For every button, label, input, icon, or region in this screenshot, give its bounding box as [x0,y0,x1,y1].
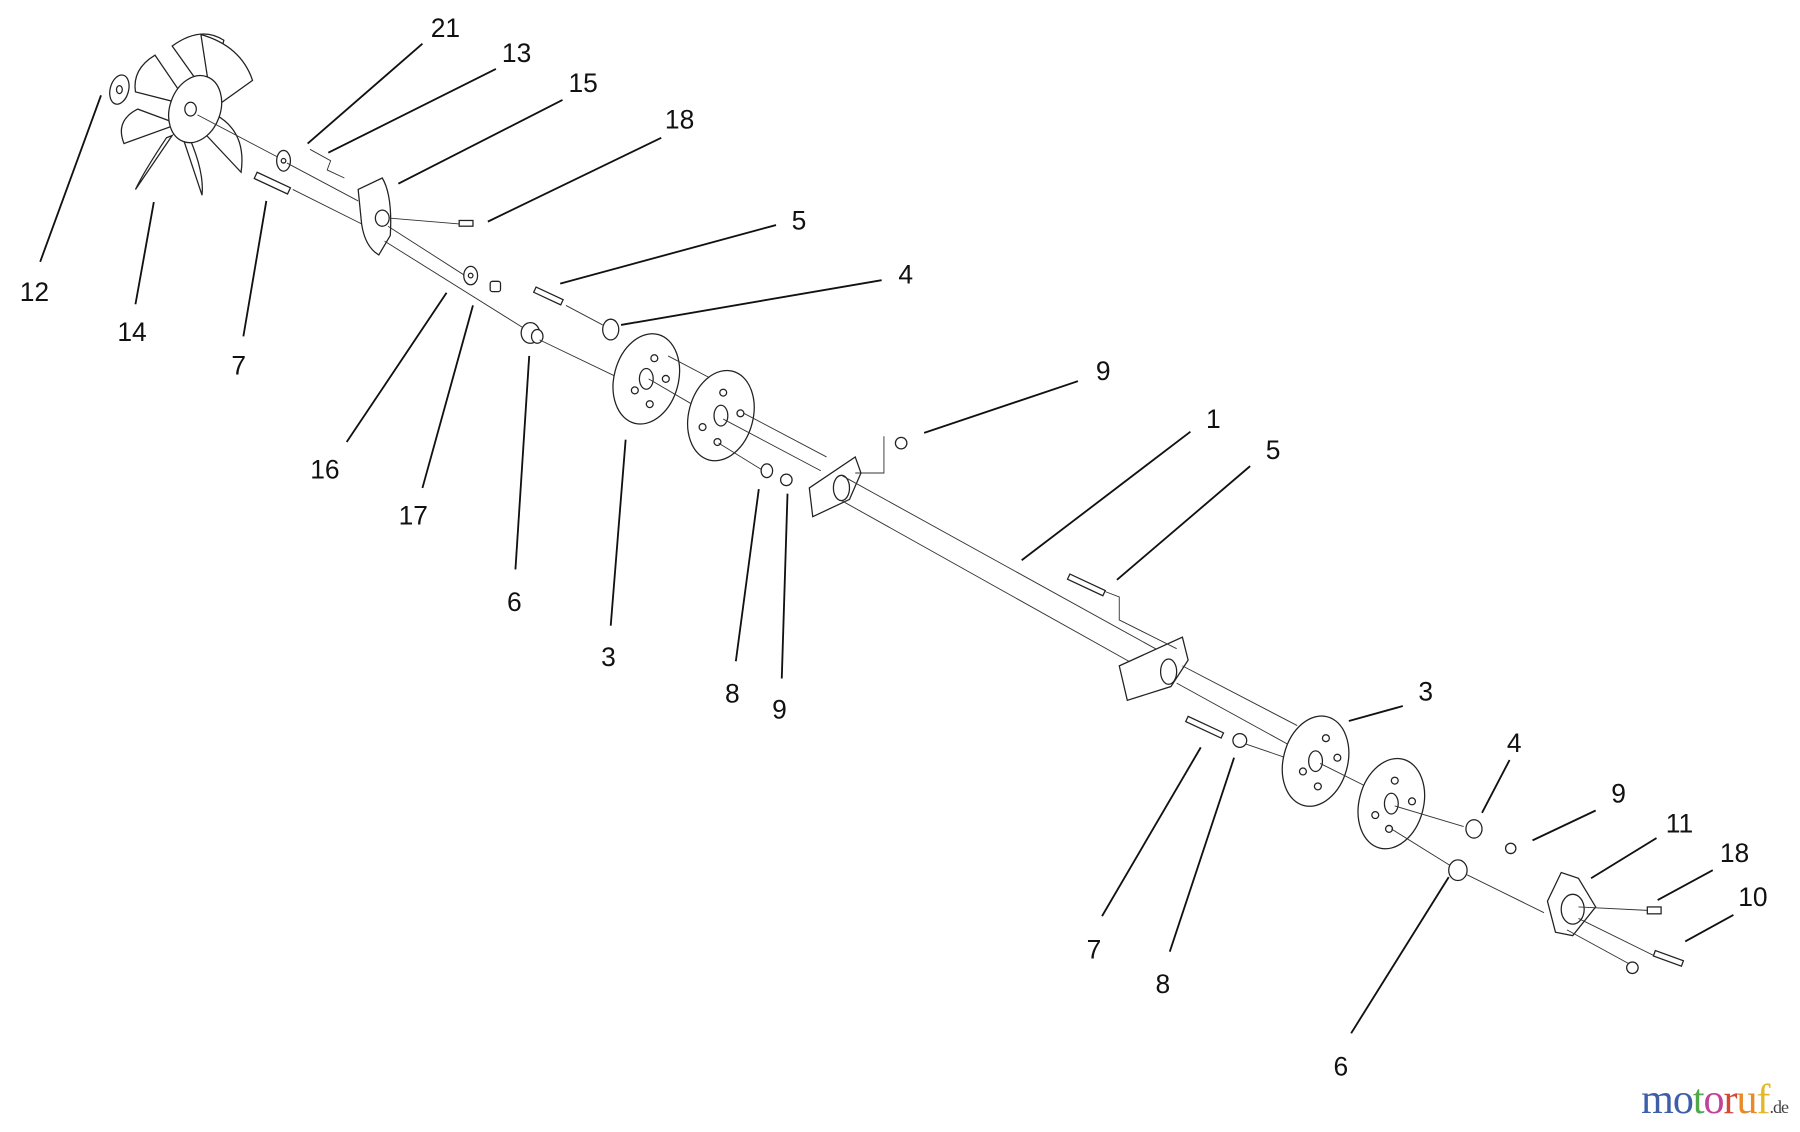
leader-line [397,99,563,185]
leader-line [1532,809,1597,842]
watermark-letter: o [1672,1077,1694,1123]
callout-label: 17 [399,501,428,531]
callout-5: 5 [559,206,807,285]
callout-label: 1 [1206,404,1221,434]
leader-line [1101,746,1202,917]
callout-18: 18 [487,105,694,223]
watermark-letter: o [1703,1077,1725,1123]
callout-10: 10 [1684,882,1768,943]
leader-line [1481,759,1511,814]
callout-6: 6 [507,355,531,617]
callout-11: 11 [1590,808,1693,880]
callout-label: 8 [725,679,740,709]
leader-line [1350,876,1450,1034]
callout-7: 7 [231,200,268,380]
callout-15: 15 [397,68,598,185]
watermark-letter: m [1641,1077,1674,1123]
flange-pair-left [612,333,827,487]
callout-label: 21 [431,13,460,43]
flange-pair-right [1184,715,1545,914]
watermark-suffix: .de [1769,1097,1789,1117]
callout-label: 4 [1507,728,1522,758]
callout-label: 3 [1418,676,1433,706]
callout-14: 14 [117,201,155,347]
callout-label: 3 [601,642,616,672]
washer-12 [109,74,130,105]
watermark-letter: u [1736,1077,1758,1123]
callout-9: 9 [1532,778,1626,842]
callout-label: 5 [1266,435,1281,465]
leader-line [1684,914,1734,943]
watermark-logo: motoruf.de [1641,1076,1789,1124]
callout-8: 8 [1156,757,1235,999]
callout-18: 18 [1657,838,1749,901]
callout-6: 6 [1333,876,1450,1082]
leader-line [1116,465,1251,581]
callout-label: 12 [20,277,49,307]
callout-label: 5 [792,206,807,236]
callout-21: 21 [307,13,460,145]
callout-4: 4 [620,260,913,326]
leader-line [1348,705,1404,722]
leader-line [1021,430,1191,561]
callout-9: 9 [923,356,1111,434]
callout-label: 14 [117,317,146,347]
callout-label: 8 [1156,969,1171,999]
leader-line [734,488,760,662]
callout-3: 3 [1348,676,1433,722]
callout-label: 7 [1087,935,1102,965]
callout-label: 4 [898,260,913,290]
leader-line [923,380,1079,434]
callout-label: 16 [310,455,339,485]
leader-line [1657,869,1714,901]
callout-label: 9 [1096,356,1111,386]
callout-3: 3 [601,439,627,672]
leader-line [134,201,155,305]
callout-label: 11 [1666,808,1693,838]
main-tube [808,436,1298,747]
callout-label: 10 [1738,882,1767,912]
callout-13: 13 [327,38,531,154]
callout-label: 18 [665,105,694,135]
leader-line [421,305,474,489]
leader-line [609,439,627,626]
leader-line [514,355,531,570]
callout-16: 16 [310,292,448,485]
callout-1: 1 [1021,404,1221,561]
callout-label: 13 [502,38,531,68]
fan-part [120,33,285,196]
watermark-letter: t [1692,1077,1705,1123]
leader-line [620,279,882,326]
callout-12: 12 [20,95,102,307]
callout-label: 9 [772,695,787,725]
watermark-letter: f [1756,1077,1771,1123]
callout-label: 18 [1720,838,1749,868]
leader-line [307,42,424,145]
leader-line [1168,757,1235,953]
watermark-letter: r [1723,1077,1738,1123]
leader-line [487,136,662,223]
leader-line [1590,837,1657,880]
leader-line [559,224,777,285]
callout-label: 15 [568,68,597,98]
bearing-housing [1546,871,1685,975]
callout-9: 9 [772,493,789,725]
leader-line [39,95,102,263]
callout-label: 9 [1611,778,1626,808]
leader-line [242,200,268,337]
callout-label: 7 [231,350,246,380]
leader-line [345,292,448,443]
callout-5: 5 [1116,435,1281,581]
callout-8: 8 [725,488,760,709]
callout-label: 6 [1333,1052,1348,1082]
callout-17: 17 [399,305,474,531]
leader-line [780,493,789,679]
leader-line [327,68,497,154]
callout-4: 4 [1481,728,1522,814]
small-hardware-left [253,148,626,382]
callout-7: 7 [1087,746,1202,965]
callout-label: 6 [507,587,522,617]
